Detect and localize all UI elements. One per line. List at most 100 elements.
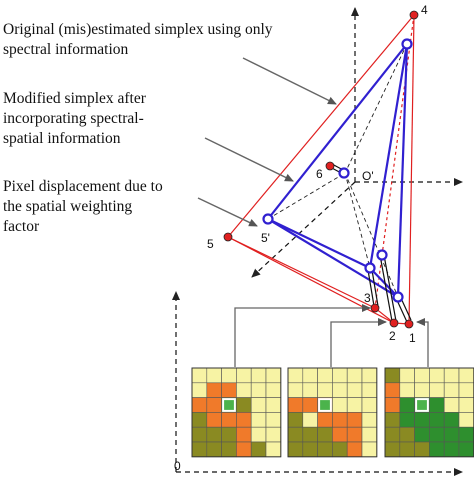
grid-cell: [443, 412, 460, 428]
vertex-2-modified: [376, 249, 388, 261]
label-origin-upper: O': [362, 169, 374, 183]
grid-cell: [317, 441, 333, 458]
vertex-4: [409, 10, 419, 20]
hidden-edges: [267, 43, 408, 298]
vertex-5-modified: [262, 213, 274, 225]
grid-cell: [302, 367, 318, 384]
grid-cell: [236, 382, 252, 398]
grid-cell: [458, 367, 474, 384]
grid-cell: [414, 382, 430, 398]
grid-frame: [287, 367, 378, 458]
grid-cell: [236, 397, 252, 413]
grid-cell: [236, 441, 252, 458]
grid-cell: [236, 367, 252, 384]
grid-cell: [250, 441, 267, 458]
grid-cell: [206, 441, 222, 458]
spatial-axes: [172, 291, 463, 476]
grid-cell: [443, 382, 460, 398]
grid-cell: [346, 412, 363, 428]
grid-cell: [458, 412, 474, 428]
vertex-4-modified: [401, 38, 413, 50]
grid-cell: [346, 441, 363, 458]
grid-cell: [399, 426, 415, 443]
grid-cell: [429, 397, 445, 413]
grid-cell: [346, 382, 363, 398]
grid-cell: [287, 397, 304, 413]
grid-cell: [221, 367, 237, 384]
grid-cell: [317, 367, 333, 384]
pixel-grids: [191, 367, 474, 458]
annotation-original-line1: Original (mis)estimated simplex using on…: [3, 21, 273, 38]
grid-cell: [287, 441, 304, 458]
spectral-axes: [251, 7, 463, 278]
grid-cell: [384, 412, 401, 428]
grid-cell: [287, 382, 304, 398]
annotation-original-line2: spectral information: [3, 41, 128, 58]
grid-cell: [206, 397, 222, 413]
grid-cell: [332, 367, 348, 384]
vertex-1: [404, 319, 414, 329]
grid-cell: [302, 412, 318, 428]
connector-grid1-to-vertex3: [234, 304, 371, 367]
annotation-displacement-line1: Pixel displacement due to: [3, 178, 163, 195]
annotation-arrows: [197, 57, 337, 227]
arrow-displacement: [197, 197, 258, 227]
grid-cell: [265, 382, 282, 398]
grid-cell: [361, 382, 378, 398]
label-vertex-5: 5: [207, 237, 214, 251]
grid-cell: [414, 426, 430, 443]
grid-cell: [332, 426, 348, 443]
pixel-grid-1: [191, 367, 282, 458]
grid-cell: [361, 426, 378, 443]
center-pixel: [318, 398, 332, 412]
label-vertex-4: 4: [421, 3, 428, 17]
grid-cell: [384, 382, 401, 398]
grid-cell: [429, 382, 445, 398]
grid-cell: [236, 412, 252, 428]
grid-cell: [302, 441, 318, 458]
grid-cell: [191, 382, 208, 398]
grid-cell: [265, 367, 282, 384]
grid-cell: [332, 441, 348, 458]
grid-cell: [361, 441, 378, 458]
grid-cell: [191, 397, 208, 413]
grid-cell: [429, 412, 445, 428]
grid-cell: [443, 426, 460, 443]
grid-cell: [191, 426, 208, 443]
grid-cell: [206, 382, 222, 398]
grid-cell: [265, 441, 282, 458]
grid-cell: [399, 382, 415, 398]
grid-cell: [221, 426, 237, 443]
pixel-grid-2: [287, 367, 378, 458]
grid-cell: [302, 382, 318, 398]
grid-cell: [250, 397, 267, 413]
grid-cell: [221, 441, 237, 458]
annotation-displacement-line3: factor: [3, 218, 40, 235]
vertex-labels: 4 5 5' 6 O' 3 2 1 0: [174, 3, 428, 473]
label-vertex-3: 3: [364, 291, 371, 305]
vertex-5: [223, 232, 233, 242]
grid-cell: [399, 441, 415, 458]
grid-cell: [206, 412, 222, 428]
label-vertex-5-prime: 5': [261, 231, 270, 245]
grid-cell: [250, 412, 267, 428]
grid-cell: [206, 426, 222, 443]
label-vertex-6: 6: [316, 167, 323, 181]
grid-cell: [361, 397, 378, 413]
vertex-3: [370, 303, 380, 313]
grid-cell: [361, 367, 378, 384]
annotation-original: Original (mis)estimated simplex using on…: [3, 21, 273, 58]
grid-cell: [429, 426, 445, 443]
annotation-modified-line1: Modified simplex after: [3, 90, 147, 107]
grid-cell: [429, 367, 445, 384]
grid-cell: [332, 397, 348, 413]
grid-cell: [265, 426, 282, 443]
vertex-6: [325, 161, 335, 171]
grid-cell: [250, 382, 267, 398]
grid-cell: [191, 412, 208, 428]
grid-cell: [332, 382, 348, 398]
grid-cell: [206, 367, 222, 384]
vertex-2: [389, 318, 399, 328]
grid-cell: [399, 412, 415, 428]
